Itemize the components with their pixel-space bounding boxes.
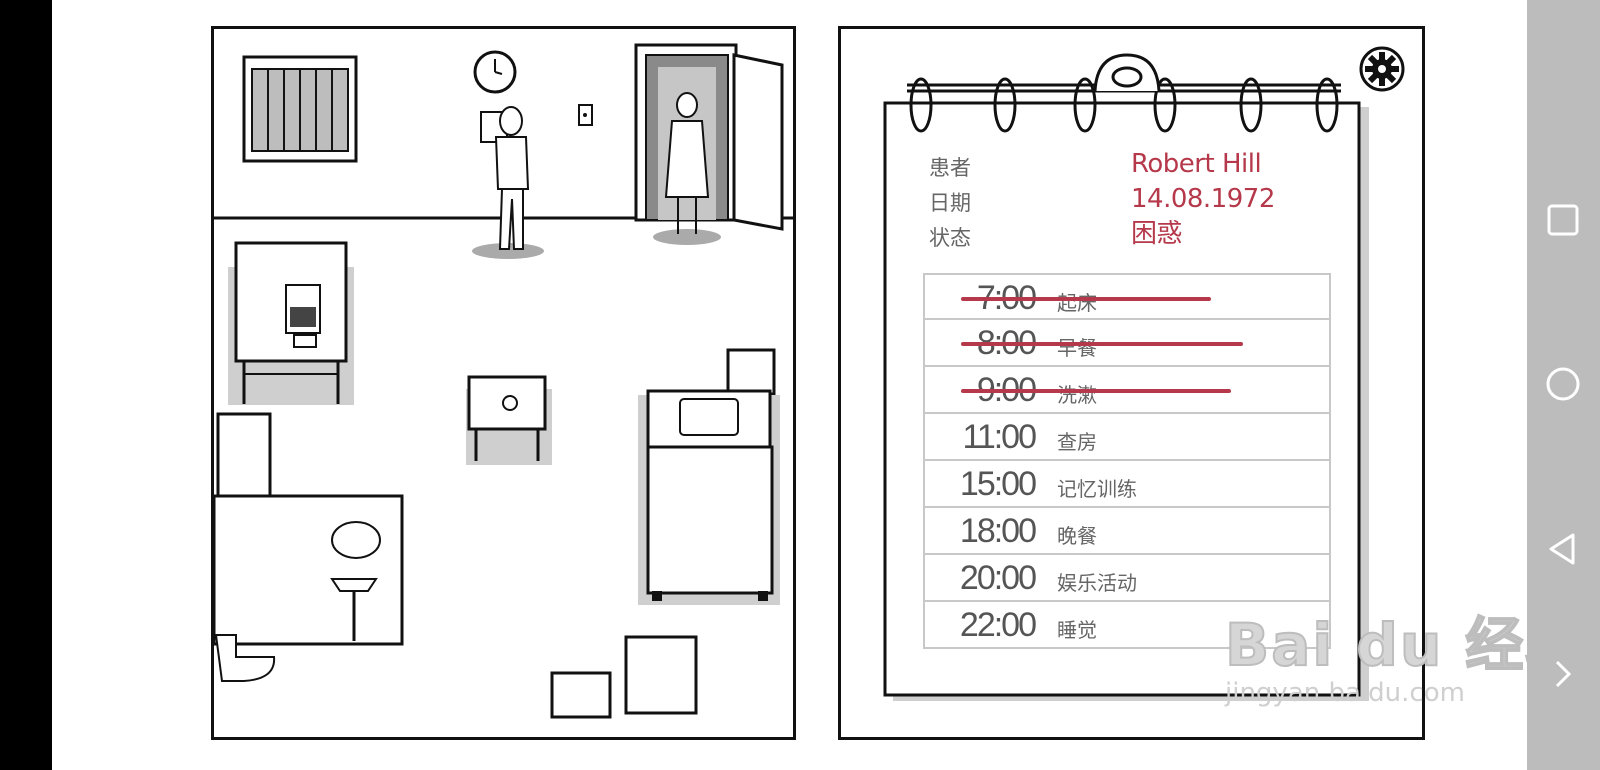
settings-button[interactable] (1358, 45, 1406, 93)
schedule-task: 记忆训练 (1057, 477, 1137, 501)
schedule-task: 起床 (1057, 291, 1097, 315)
window (242, 55, 358, 163)
back-button[interactable] (1541, 527, 1585, 571)
schedule-row[interactable]: 11:00 查房 (923, 414, 1331, 461)
strikethrough-line (961, 389, 1231, 393)
system-nav-bar (1527, 0, 1600, 770)
schedule-row[interactable]: 8:00 早餐 (923, 320, 1331, 367)
schedule-time: 11:00 (962, 418, 1037, 456)
circle-icon (1546, 367, 1580, 401)
home-button[interactable] (1541, 362, 1585, 406)
wall-clock (473, 50, 517, 94)
strikethrough-line (961, 297, 1211, 301)
floor-box (550, 671, 612, 719)
patient-info-values: Robert Hill 14.08.1972 困惑 (1131, 147, 1275, 252)
watermark-logo: Bai du 经验 (1224, 610, 1586, 680)
schedule-row[interactable]: 20:00 娱乐活动 (923, 555, 1331, 602)
floor-cabinet (624, 635, 698, 715)
chevron-right-icon (1555, 660, 1572, 688)
triangle-icon (1549, 533, 1575, 565)
date-label: 日期 (929, 191, 971, 215)
square-icon (1547, 204, 1579, 236)
schedule-row[interactable]: 22:00 睡觉 (923, 602, 1331, 649)
nightstand (726, 348, 776, 396)
schedule-row[interactable]: 9:00 洗漱 (923, 367, 1331, 414)
schedule-row[interactable]: 7:00 起床 (923, 273, 1331, 320)
letterbox (0, 0, 52, 770)
schedule-time: 18:00 (959, 512, 1037, 550)
strikethrough-line (961, 342, 1243, 346)
nurse-figure (653, 92, 721, 245)
bathroom (214, 494, 404, 682)
patient-name: Robert Hill (1131, 149, 1262, 179)
patient-date: 14.08.1972 (1131, 184, 1275, 214)
room-scene (214, 43, 793, 719)
schedule-time: 15:00 (959, 465, 1037, 503)
schedule-task: 娱乐活动 (1057, 571, 1137, 595)
cabinet (216, 412, 272, 498)
schedule-row[interactable]: 15:00 记忆训练 (923, 461, 1331, 508)
schedule-list: 7:00 起床 8:00 早餐 9:00 洗漱 11:00 查房 15:00 记… (923, 273, 1331, 649)
schedule-row[interactable]: 18:00 晚餐 (923, 508, 1331, 555)
status-label: 状态 (929, 226, 971, 250)
patient-chart-panel: 患者 日期 状态 Robert Hill 14.08.1972 困惑 7:00 … (838, 26, 1425, 740)
schedule-task: 晚餐 (1057, 524, 1097, 548)
patient-figure (472, 106, 544, 259)
gear-icon (1359, 46, 1405, 92)
schedule-time: 20:00 (959, 559, 1037, 597)
schedule-time: 22:00 (959, 606, 1037, 644)
patient-info-labels: 患者 日期 状态 (929, 151, 971, 256)
small-table (466, 375, 552, 465)
schedule-task: 查房 (1057, 430, 1097, 454)
patient-label: 患者 (929, 156, 971, 180)
patient-status: 困惑 (1131, 219, 1183, 249)
watermark-url: jingyan.baidu.com (1225, 678, 1465, 708)
more-button[interactable] (1541, 652, 1585, 696)
clipboard-art (883, 53, 1369, 701)
recents-button[interactable] (1541, 198, 1585, 242)
bed (638, 389, 780, 605)
schedule-task: 睡觉 (1057, 618, 1097, 642)
computer-desk (228, 241, 354, 405)
room-view[interactable] (211, 26, 796, 740)
schedule-task: 洗漱 (1057, 383, 1097, 407)
baidu-watermark: Bai du 经验 jingyan.baidu.com (1224, 598, 1586, 708)
door (634, 43, 784, 231)
schedule-task: 早餐 (1057, 336, 1097, 360)
